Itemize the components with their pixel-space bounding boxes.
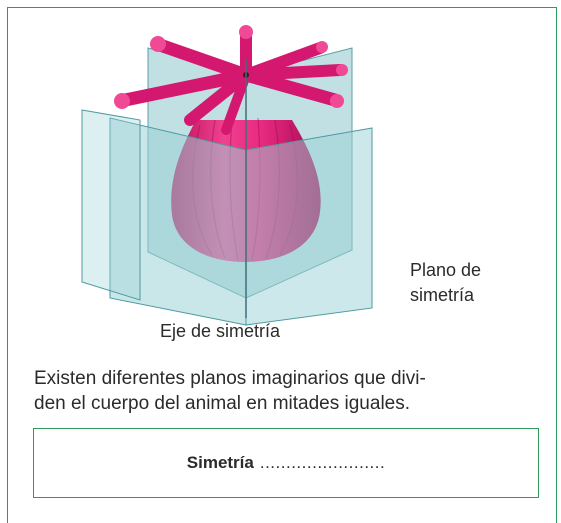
answer-word: Simetría [186,453,254,472]
plane-label: Plano de simetría [410,258,481,308]
answer-box[interactable]: Simetría ........................ [33,428,539,498]
symmetry-illustration [81,25,373,326]
symmetry-plane-front-right [245,127,373,326]
caption-line2: den el cuerpo del animal en mitades igua… [34,393,411,414]
caption-line1: Existen diferentes planos imaginarios qu… [34,368,426,389]
answer-blank[interactable]: ........................ [259,453,386,472]
arm-tips [114,25,348,109]
symmetry-plane-side [81,109,141,301]
axis-label: Eje de simetría [160,321,281,341]
caption-text: Existen diferentes planos imaginarios qu… [34,366,539,416]
plane-label-line2: simetría [410,285,475,305]
plane-label-line1: Plano de [410,260,482,280]
